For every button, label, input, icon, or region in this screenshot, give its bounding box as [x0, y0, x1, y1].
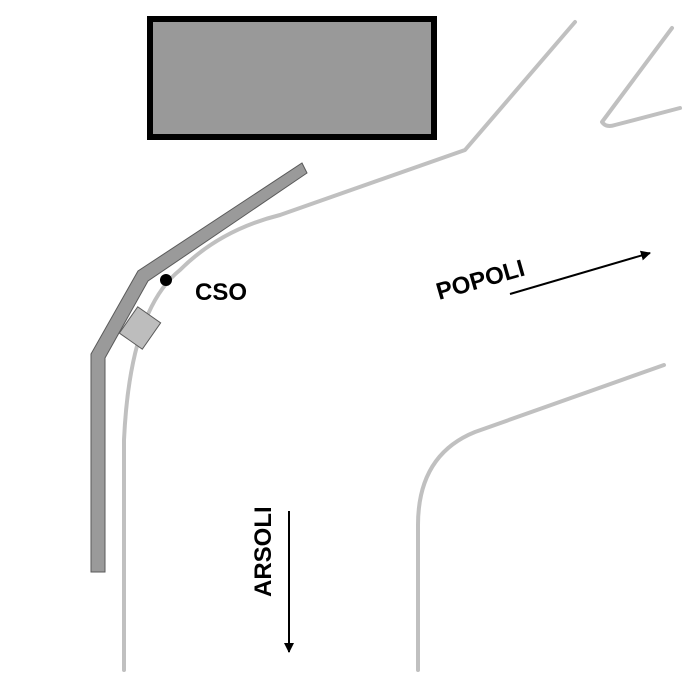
platform-wall: [90, 162, 308, 573]
road-edge-east: [416, 363, 666, 672]
shelter: [118, 306, 162, 350]
station-dot-icon: [160, 274, 172, 286]
arrow-northeast-icon: [509, 250, 651, 295]
station-label: CSO: [195, 279, 247, 306]
road-edge-west: [122, 20, 577, 672]
destination-label-arsoli: ARSOLI: [250, 506, 277, 597]
road-island: [600, 26, 682, 128]
road-lines: [122, 20, 682, 672]
building: [147, 16, 437, 140]
destination-label-popoli: POPOLI: [433, 255, 528, 306]
